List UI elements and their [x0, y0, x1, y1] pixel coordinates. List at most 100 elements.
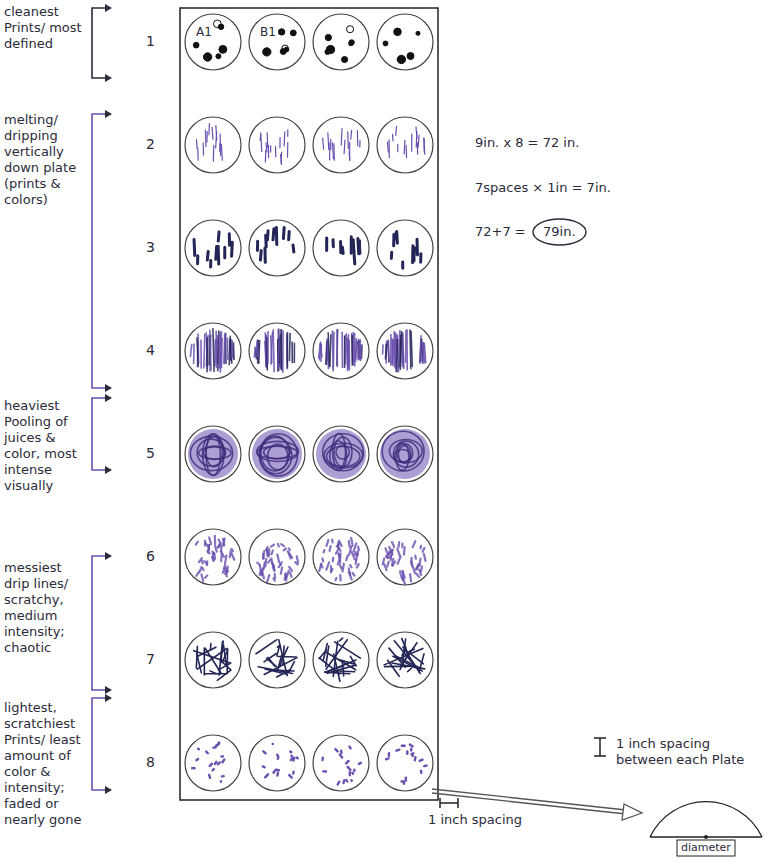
plate-mark	[423, 548, 425, 552]
circled-result: 79in.	[532, 218, 587, 246]
plate-mark	[325, 672, 350, 674]
plate-mark	[412, 655, 424, 664]
plate-mark	[319, 650, 326, 659]
plate	[185, 426, 241, 482]
plate-mark	[341, 247, 345, 253]
plate	[377, 220, 433, 276]
plate-mark	[272, 551, 273, 555]
plate-mark	[270, 146, 271, 152]
plate-mark	[266, 547, 267, 550]
plate-mark	[268, 560, 270, 563]
plate-mark	[359, 140, 360, 146]
plate-mark	[391, 339, 393, 364]
plate-mark	[406, 329, 408, 370]
plate	[185, 323, 241, 379]
plate-mark	[271, 545, 274, 547]
plate-mark	[282, 331, 284, 373]
plate-mark	[356, 554, 358, 560]
plate-mark	[206, 338, 208, 373]
plate-mark	[409, 329, 412, 369]
plate-mark	[277, 544, 280, 546]
plate-mark	[384, 564, 386, 570]
plate-mark	[424, 554, 426, 561]
plate-mark	[393, 562, 395, 566]
plate-mark	[348, 334, 350, 366]
plate-mark	[198, 647, 216, 656]
plate-mark	[197, 648, 226, 669]
plate-mark	[424, 764, 426, 767]
plate-mark	[394, 331, 395, 369]
plate-mark	[402, 780, 405, 783]
plate-mark	[290, 754, 293, 757]
plate-mark	[278, 656, 296, 658]
plate-mark	[423, 342, 424, 364]
plate-outline	[249, 426, 305, 482]
plate	[313, 117, 369, 173]
plate-mark	[359, 763, 361, 764]
plate-mark	[225, 571, 227, 577]
plate-mark	[332, 330, 334, 371]
plate-mark	[287, 231, 291, 239]
plate-mark	[197, 337, 198, 367]
plate-mark	[410, 744, 413, 746]
plate-mark	[294, 343, 296, 363]
plate-mark	[341, 332, 343, 368]
plate-mark	[347, 132, 349, 149]
plate-mark	[223, 539, 224, 545]
plate-mark	[288, 551, 291, 558]
plate-mark	[271, 332, 272, 365]
plate-mark	[414, 757, 417, 760]
plate-mark	[397, 55, 405, 63]
plate-mark	[409, 574, 412, 581]
row-number: 1	[146, 33, 155, 49]
plate-mark	[287, 130, 288, 136]
plate-mark	[340, 755, 342, 758]
plate-mark	[351, 538, 352, 546]
plate-outline	[185, 220, 241, 276]
plate-outline	[377, 529, 433, 585]
plate-mark	[196, 759, 198, 760]
plate: A1	[183, 12, 243, 72]
plate-mark	[278, 336, 279, 367]
plate	[185, 735, 241, 791]
plate-mark	[256, 340, 259, 360]
dimension-marker	[440, 798, 458, 808]
plate-mark	[275, 227, 278, 244]
plate-mark	[274, 578, 275, 580]
annotation: messiest drip lines/ scratchy, medium in…	[4, 560, 84, 656]
plate-mark	[419, 254, 422, 263]
plate-mark	[218, 544, 220, 547]
plate-mark	[388, 753, 390, 756]
plate-mark	[290, 572, 292, 577]
plate-mark	[404, 140, 406, 154]
plate-mark	[278, 29, 284, 35]
plate-mark	[212, 127, 214, 139]
plate-mark	[338, 546, 341, 551]
circle-outline	[650, 802, 762, 837]
plate-mark	[264, 654, 276, 662]
plate-mark	[203, 53, 211, 61]
plate-mark	[420, 760, 423, 761]
plate-outline	[249, 220, 305, 276]
plate-mark	[225, 333, 227, 364]
plate-mark	[321, 558, 324, 561]
plate-mark	[402, 745, 405, 747]
plate-mark	[259, 251, 263, 260]
plate-mark	[390, 556, 392, 560]
plate	[313, 220, 369, 276]
plate-mark	[224, 565, 225, 569]
plate-mark	[416, 573, 419, 577]
plate-mark	[233, 342, 235, 360]
plate-mark	[388, 140, 389, 158]
plate-mark	[203, 143, 205, 155]
plate-mark	[390, 252, 393, 258]
plate-mark	[199, 447, 231, 459]
plate-mark	[349, 40, 354, 45]
plate-mark	[395, 126, 397, 135]
plate-mark	[258, 340, 260, 364]
plate-mark	[209, 537, 211, 544]
plate-outline	[377, 632, 433, 688]
plate-mark	[397, 144, 398, 151]
plate-mark	[348, 541, 351, 547]
plate-mark	[351, 773, 354, 774]
